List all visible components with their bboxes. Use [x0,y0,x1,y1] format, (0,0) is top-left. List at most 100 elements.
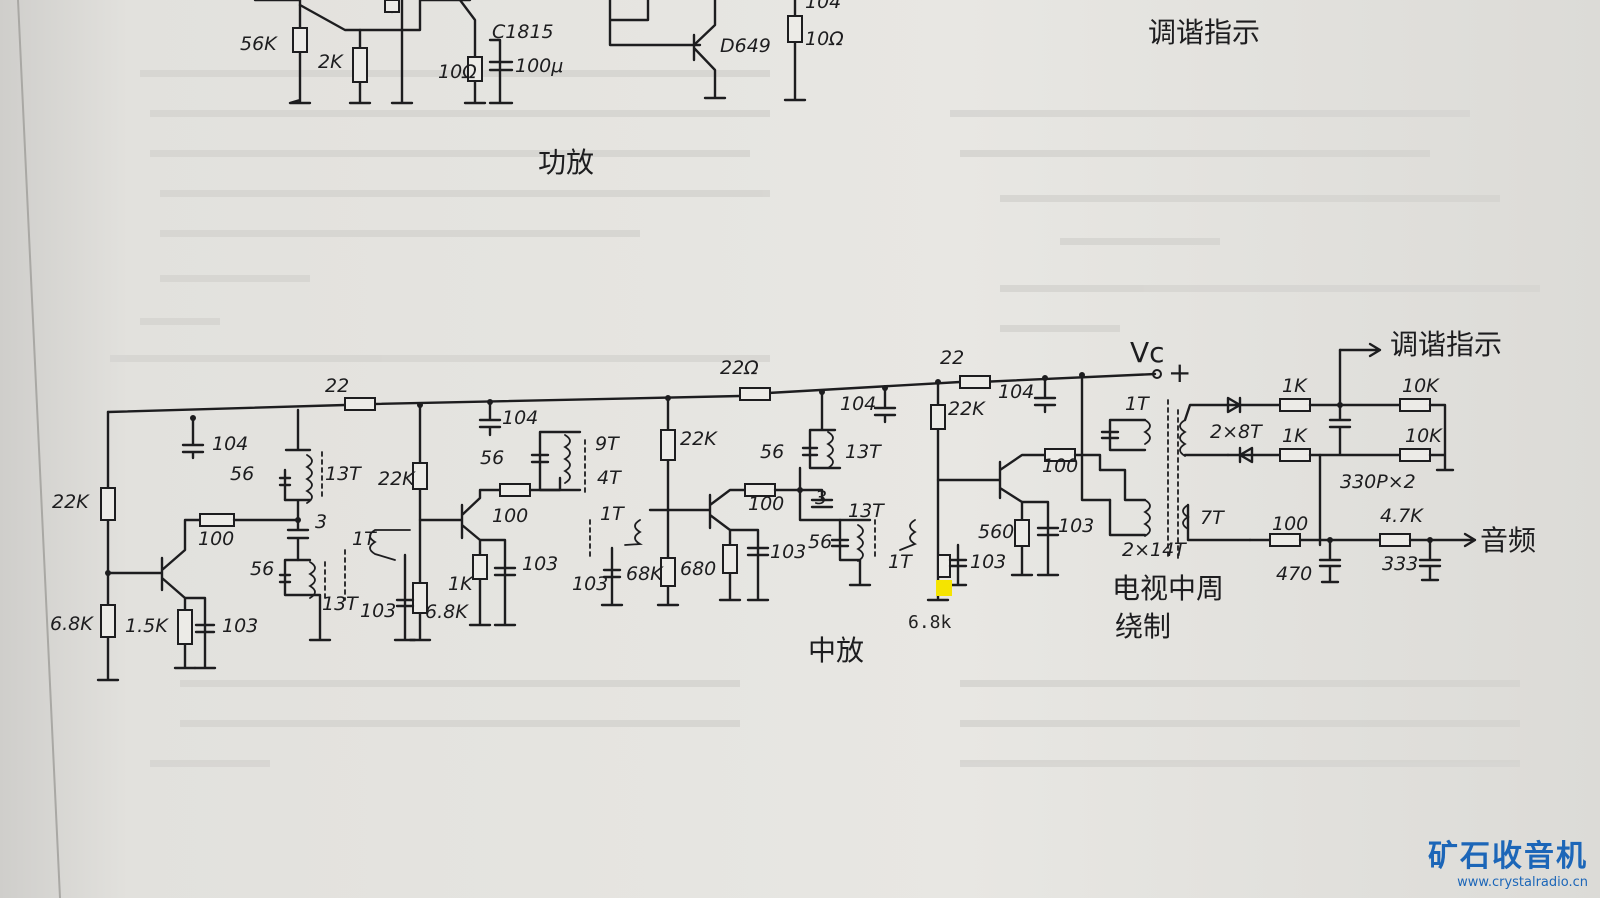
label: 13T [322,593,359,615]
label: 6.8K [425,601,469,623]
label: 22K [948,398,986,420]
resistor-1-5k [177,609,193,645]
resistor-680 [722,544,738,574]
resistor-100-b [499,483,531,497]
label: 104 [212,433,248,455]
resistor-68k [660,557,676,587]
label: 103 [222,615,258,637]
resistor-100-e [1269,533,1301,547]
label-10ohm-b: 10Ω [805,28,844,50]
resistor-10ohm-a [467,56,483,82]
resistor-56k [292,27,308,53]
label: 22K [378,468,416,490]
resistor-highlight [937,554,951,578]
label: 1T [352,528,377,550]
site-watermark: 矿石收音机 www.crystalradio.cn [1428,831,1588,890]
resistor-4-7k [1379,533,1411,547]
resistor-10k-b [1399,448,1431,462]
label: 68K [626,563,664,585]
resistor-22-ohm [739,387,771,401]
highlight-value-label: 6.8k [908,612,952,633]
label: 333 [1382,553,1418,575]
resistor-100-a [199,513,235,527]
watermark-title: 矿石收音机 [1428,839,1588,874]
watermark-url: www.crystalradio.cn [1457,875,1588,890]
label: 56 [760,441,784,463]
label: 2×8T [1210,421,1263,443]
label-104-top: 104 [805,0,841,13]
resistor-10ohm-b [787,15,803,43]
label-100u: 100μ [515,55,563,77]
label: 1T [600,503,625,525]
vc-label: Vc [1130,336,1165,369]
label: 1.5K [125,615,169,637]
label: 22 [325,375,349,397]
resistor-22k-c [660,429,676,461]
label: 10K [1405,425,1443,447]
label: 7T [1200,507,1225,529]
label: 104 [840,393,876,415]
label: 103 [970,551,1006,573]
label: 9T [595,433,620,455]
label: 22K [52,491,90,513]
label: 104 [502,407,538,429]
supply-rail [106,372,1157,414]
resistor-22k-b [412,462,428,490]
label: 2×14T [1122,539,1187,561]
resistor-560 [1014,519,1030,547]
resistor-22-b [959,375,991,389]
label: 1K [448,573,474,595]
label: 103 [770,541,806,563]
label: 103 [1058,515,1094,537]
vc-terminal [1152,369,1162,379]
label: 560 [978,521,1014,543]
page-edge [17,0,61,898]
label-10ohm-a: 10Ω [438,61,477,83]
label-56k: 56K [240,33,278,55]
if-amplifier-schematic [96,342,1477,682]
label: 103 [360,600,396,622]
label: 103 [522,553,558,575]
label: 56 [808,531,832,553]
label-d649: D649 [720,35,771,57]
bleed-through-text [110,70,1540,767]
resistor-1k-c [1279,448,1311,462]
label: 1T [888,551,913,573]
label: 100 [198,528,234,550]
label: 56 [230,463,254,485]
vc-plus-label: + [1168,356,1191,389]
label: 103 [572,573,608,595]
label: 330P×2 [1340,471,1416,493]
label: 3 [315,511,327,533]
label-c1815: C1815 [492,21,554,43]
resistor-22-a [344,397,376,411]
label: 680 [680,558,716,580]
tuning-indicator-heading: 调谐指示 [1148,16,1260,49]
section-title-power-amp: 功放 [538,146,594,179]
section-title-if-amp: 中放 [808,634,864,667]
label: 4.7K [1380,505,1424,527]
highlight-marker [936,580,952,596]
label: 10K [1402,375,1440,397]
label: 1K [1282,425,1308,447]
label: 100 [1042,455,1078,477]
tv-coil-note-line2: 绕制 [1115,610,1171,643]
tuning-indicator-output-label: 调谐指示 [1390,328,1502,361]
tv-coil-note-line1: 电视中周 [1112,572,1224,605]
label: 1T [1125,393,1150,415]
label: 104 [998,381,1034,403]
label: 470 [1276,563,1312,585]
label: 22 [940,347,964,369]
label: 13T [325,463,362,485]
power-amp-fragment: 56K 2K C1815 10Ω 100μ D649 10Ω 104 功放 [240,0,844,179]
label: 100 [748,493,784,515]
label: 100 [1272,513,1308,535]
resistor-2k [352,47,368,83]
resistor-22k-d [930,404,946,430]
label: 13T [845,441,882,463]
label-2k: 2K [318,51,344,73]
label: 13T [848,500,885,522]
label: 56 [250,558,274,580]
